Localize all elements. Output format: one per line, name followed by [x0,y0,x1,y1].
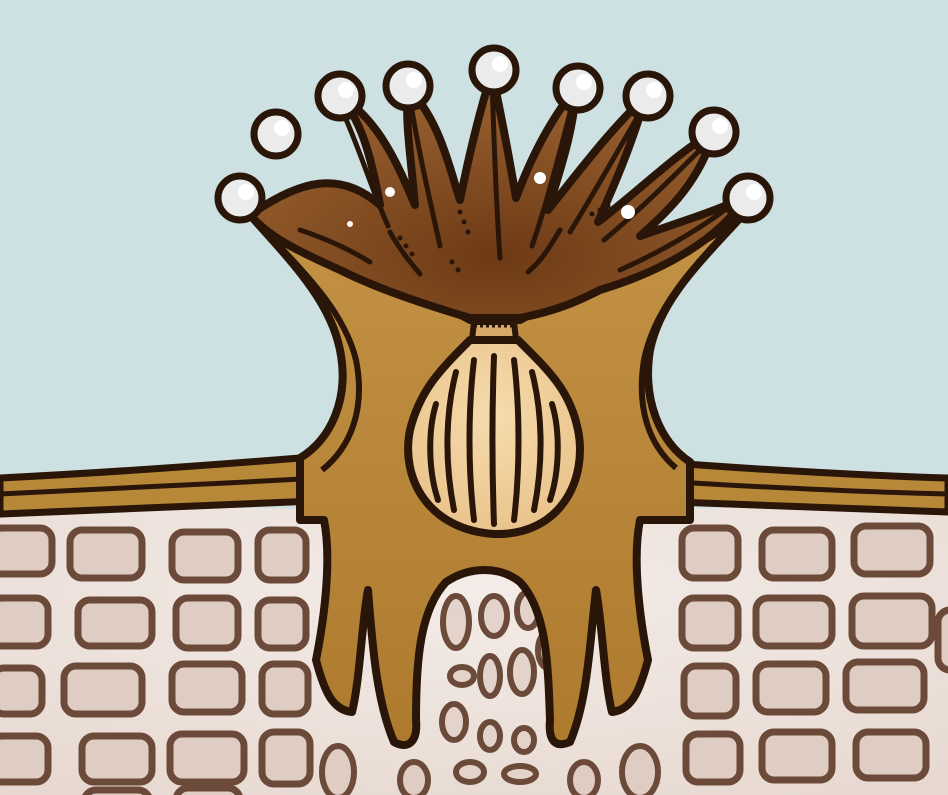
tentacle-tip-3 [318,74,362,118]
tentacle-tip-5 [472,48,516,92]
tentacle-tip-9 [726,176,770,220]
tentacle-tip-7 [626,74,670,118]
tentacle-tip-1 [218,176,262,220]
tentacle-tip-4 [386,64,430,108]
tentacle-tip-2 [254,112,298,156]
tentacle-tip-8 [692,110,736,154]
tentacle-tip-6 [556,66,600,110]
